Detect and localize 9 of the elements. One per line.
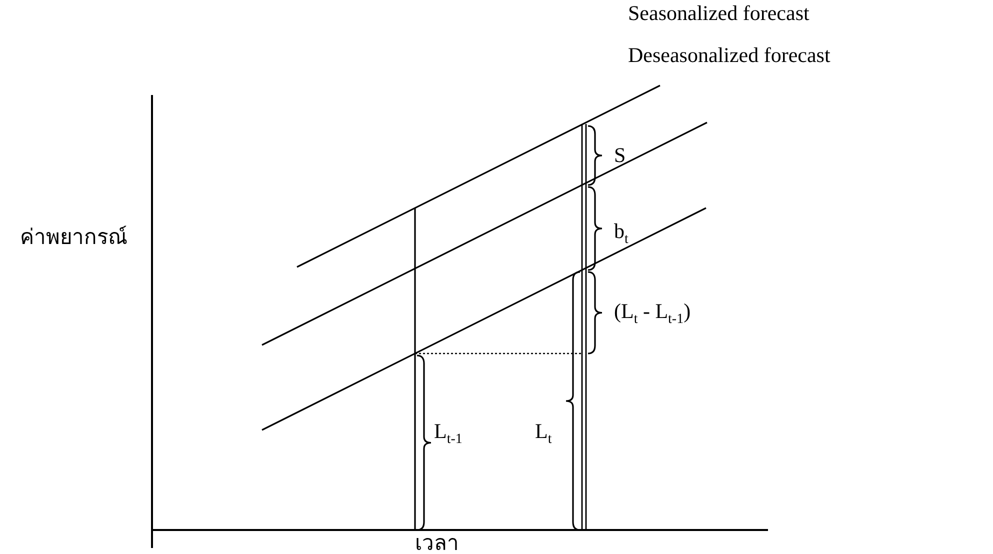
axis-title: ค่าพยากรณ์ bbox=[20, 226, 127, 250]
variable-label: b$_{t}$ bbox=[614, 220, 628, 248]
variable-label: S bbox=[614, 144, 626, 168]
text-label: Deseasonalized forecast bbox=[628, 44, 830, 68]
variable-label: (L$_{t}$ - L$_{t-1}$) bbox=[614, 300, 691, 328]
text-label: Seasonalized forecast bbox=[628, 2, 810, 26]
variable-label: L$_{t}$ bbox=[535, 420, 552, 448]
axis-title: เวลา bbox=[415, 532, 459, 554]
variable-label: L$_{t-1}$ bbox=[434, 420, 462, 448]
